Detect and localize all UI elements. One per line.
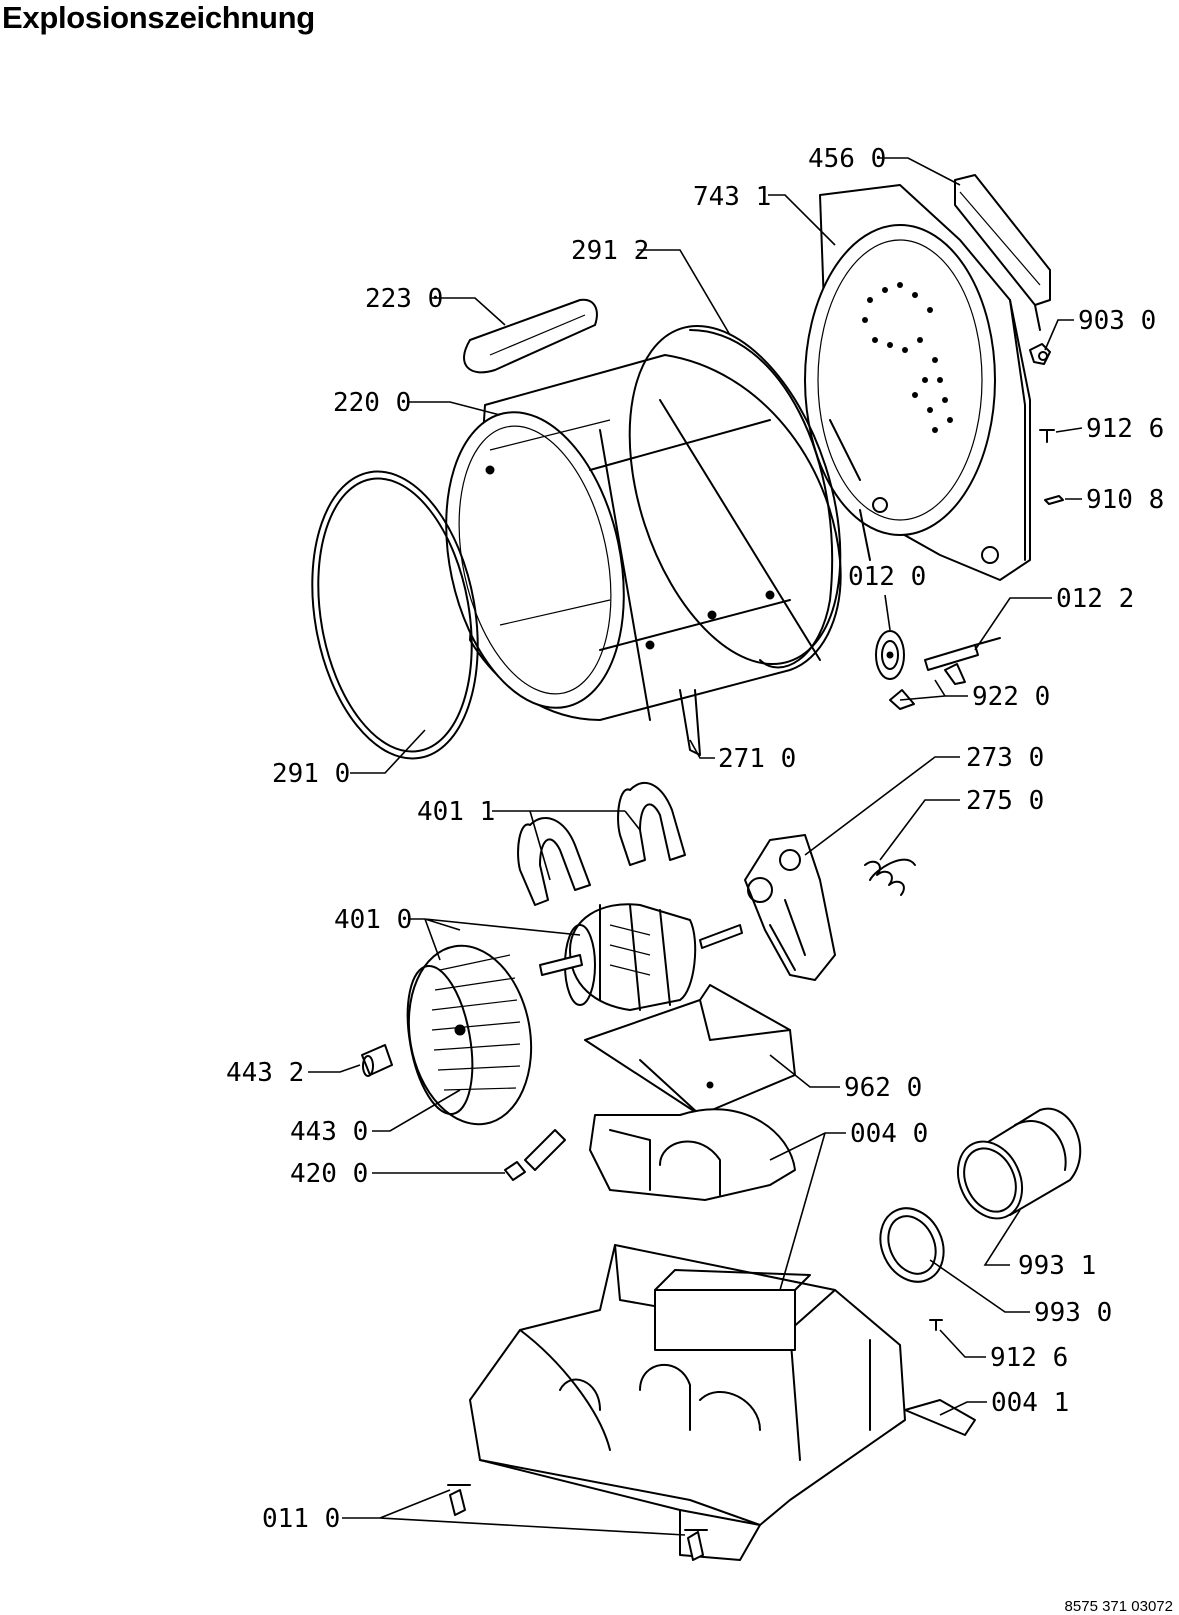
part-label-993-1: 993 1 bbox=[1018, 1251, 1096, 1281]
retaining-clip-part[interactable] bbox=[889, 663, 966, 710]
part-label-910-8: 910 8 bbox=[1086, 485, 1164, 515]
part-label-443-2: 443 2 bbox=[226, 1058, 304, 1088]
filter-handle-part[interactable] bbox=[954, 174, 1051, 331]
front-gasket-ring-part[interactable] bbox=[291, 458, 499, 771]
part-label-401-1: 401 1 bbox=[417, 797, 495, 827]
part-label-004-0: 004 0 bbox=[850, 1119, 928, 1149]
part-label-912-6-top: 912 6 bbox=[1086, 414, 1164, 444]
foot-part-right[interactable] bbox=[684, 1529, 708, 1561]
part-label-291-0: 291 0 bbox=[272, 759, 350, 789]
clip-part-903[interactable] bbox=[1029, 343, 1051, 365]
belt-strap-part[interactable] bbox=[679, 689, 701, 756]
fan-housing-part[interactable] bbox=[589, 1108, 796, 1201]
part-label-275-0: 275 0 bbox=[966, 786, 1044, 816]
part-label-004-1: 004 1 bbox=[991, 1388, 1069, 1418]
part-label-743-1: 743 1 bbox=[693, 182, 771, 212]
part-label-273-0: 273 0 bbox=[966, 743, 1044, 773]
part-label-912-6-bottom: 912 6 bbox=[990, 1343, 1068, 1373]
page-title: Explosionszeichnung bbox=[2, 0, 315, 35]
part-label-012-0: 012 0 bbox=[848, 562, 926, 592]
leader-lines bbox=[308, 157, 1083, 1536]
part-label-903-0: 903 0 bbox=[1078, 306, 1156, 336]
screw-part-910[interactable] bbox=[1044, 495, 1064, 505]
fan-hub-part[interactable] bbox=[361, 1044, 393, 1077]
thermostat-part[interactable] bbox=[504, 1129, 566, 1181]
roller-axle-part[interactable] bbox=[924, 637, 1001, 671]
fan-wheel-part[interactable] bbox=[395, 936, 544, 1134]
air-duct-pipe-part[interactable] bbox=[946, 1107, 1082, 1229]
part-label-443-0: 443 0 bbox=[290, 1117, 368, 1147]
roller-part[interactable] bbox=[875, 630, 905, 680]
felt-seal-part[interactable] bbox=[463, 298, 598, 374]
part-label-456-0: 456 0 bbox=[808, 144, 886, 174]
part-label-012-2: 012 2 bbox=[1056, 584, 1134, 614]
foot-part-left[interactable] bbox=[447, 1484, 471, 1516]
part-label-922-0: 922 0 bbox=[972, 682, 1050, 712]
base-part[interactable] bbox=[469, 1244, 906, 1561]
tension-spring-part[interactable] bbox=[864, 858, 916, 896]
part-label-291-2: 291 2 bbox=[571, 236, 649, 266]
part-label-271-0: 271 0 bbox=[718, 744, 796, 774]
part-label-220-0: 220 0 bbox=[333, 388, 411, 418]
screw-part-912-bottom[interactable] bbox=[929, 1319, 943, 1331]
document-number: 8575 371 03072 bbox=[1064, 1598, 1173, 1615]
part-label-993-0: 993 0 bbox=[1034, 1298, 1112, 1328]
rear-wall-part[interactable] bbox=[804, 184, 1031, 581]
part-label-223-0: 223 0 bbox=[365, 284, 443, 314]
screw-part-912-top[interactable] bbox=[1039, 429, 1055, 443]
part-labels: 456 0 743 1 291 2 223 0 903 0 220 0 912 … bbox=[226, 144, 1164, 1534]
drum-part[interactable] bbox=[421, 299, 880, 724]
motor-bracket-part[interactable] bbox=[517, 781, 686, 906]
part-label-011-0: 011 0 bbox=[262, 1504, 340, 1534]
part-label-962-0: 962 0 bbox=[844, 1073, 922, 1103]
drive-belt-part[interactable] bbox=[689, 329, 834, 669]
part-label-420-0: 420 0 bbox=[290, 1159, 368, 1189]
small-cover-part[interactable] bbox=[904, 1399, 976, 1436]
part-label-401-0: 401 0 bbox=[334, 905, 412, 935]
motor-part[interactable] bbox=[539, 903, 743, 1011]
air-duct-ring-part[interactable] bbox=[869, 1198, 955, 1292]
belt-tensioner-part[interactable] bbox=[744, 834, 836, 981]
